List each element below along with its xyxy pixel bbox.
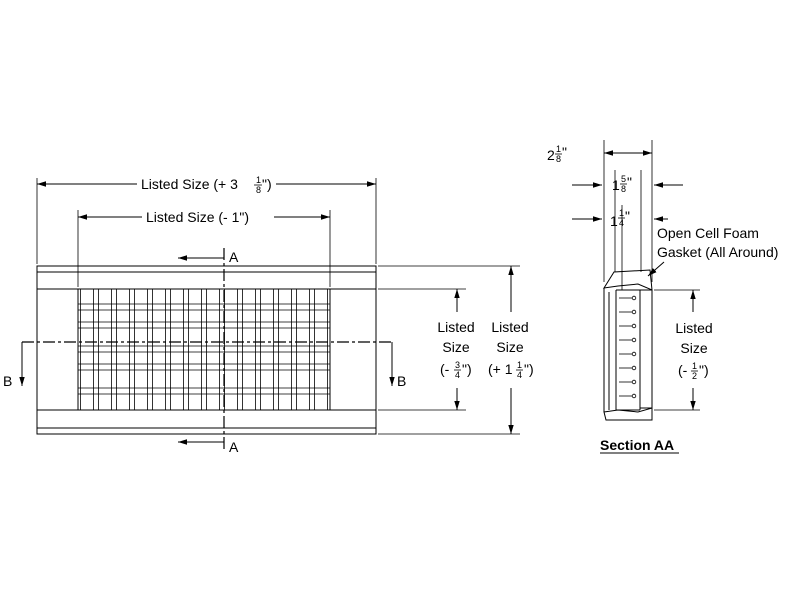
section-height-frac-num: 1 [692,361,697,371]
outer-frame [36,265,377,435]
frame-depth-whole: 1 [612,177,620,193]
dimension-section-depth: 2 1 8 " [547,144,652,164]
section-depth-frac-num: 1 [556,144,561,154]
core-height-l1: Listed [437,319,474,335]
dimension-core-width: Listed Size (- 1") [77,209,331,287]
section-slat-tip [631,365,637,371]
gasket-label-line2: Gasket (All Around) [657,244,778,260]
section-b-label-right: B [397,373,406,389]
section-depth-frac-den: 8 [556,154,561,164]
section-height-l3-suffix: ") [699,362,709,378]
overall-height-l3-prefix: (+ 1 [488,361,513,377]
section-a-label-bottom: A [229,439,239,455]
section-slat-tip [631,323,637,329]
overall-height-frac-den: 4 [517,370,522,380]
core-height-l2: Size [442,339,469,355]
gasket-top [603,269,653,291]
dimension-overall-width: Listed Size (+ 3 1 8 ") [36,175,377,264]
overall-width-label: Listed Size (+ 3 [141,176,238,192]
core-height-l3-prefix: (- [440,361,450,377]
core-width-label: Listed Size (- 1") [146,209,249,225]
section-height-l1: Listed [675,320,712,336]
core-height-frac-den: 4 [455,370,460,380]
section-slat-tip [631,393,637,399]
frame-depth-frac-den: 8 [621,184,626,194]
front-view: A A B B Listed Size (+ 3 1 8 ") Listed S… [3,175,534,455]
section-slat-tip [631,379,637,385]
frame-depth-suffix: " [627,174,632,190]
foam-side [639,289,653,409]
section-depth-suffix: " [562,144,567,160]
overall-height-frac-num: 1 [517,360,522,370]
section-slat-tip [631,295,637,301]
section-slat-tip [631,337,637,343]
section-aa-view: 2 1 8 " 1 5 8 " 1 1 4 " Open Cell Foam [547,140,778,454]
frame-depth-frac-num: 5 [621,174,626,184]
core-height-l3-suffix: ") [462,361,472,377]
dimension-overall-height: Listed Size (+ 1 1 4 ") [488,266,534,434]
section-height-frac-den: 2 [692,371,697,381]
core-depth-frac-den: 4 [619,218,624,228]
overall-width-frac-num: 1 [256,175,261,185]
overall-height-l2: Size [496,339,523,355]
overall-width-suffix: ") [262,176,272,192]
section-slat-tip [631,309,637,315]
section-a-label-top: A [229,249,239,265]
section-b-label-left: B [3,373,12,389]
dimension-core-depth: 1 1 4 " [572,208,668,229]
core-height-frac-num: 3 [455,360,460,370]
section-depth-whole: 2 [547,147,555,163]
overall-height-l1: Listed [491,319,528,335]
core-depth-suffix: " [625,208,630,224]
core-depth-whole: 1 [610,213,618,229]
section-height-l3-prefix: (- [678,362,688,378]
core-depth-frac-num: 1 [619,208,624,218]
overall-width-frac-den: 8 [256,185,261,195]
section-slat-tip [631,351,637,357]
section-body [603,269,653,421]
overall-height-l3-suffix: ") [524,361,534,377]
dimension-core-height: Listed Size (- 3 4 ") [437,289,475,410]
grille-core [77,288,331,411]
section-height-l2: Size [680,340,707,356]
gasket-label-line1: Open Cell Foam [657,225,759,241]
dimension-frame-depth: 1 5 8 " [572,174,683,194]
dimension-section-height: Listed Size (- 1 2 ") [675,290,713,410]
section-aa-title: Section AA [600,437,674,453]
